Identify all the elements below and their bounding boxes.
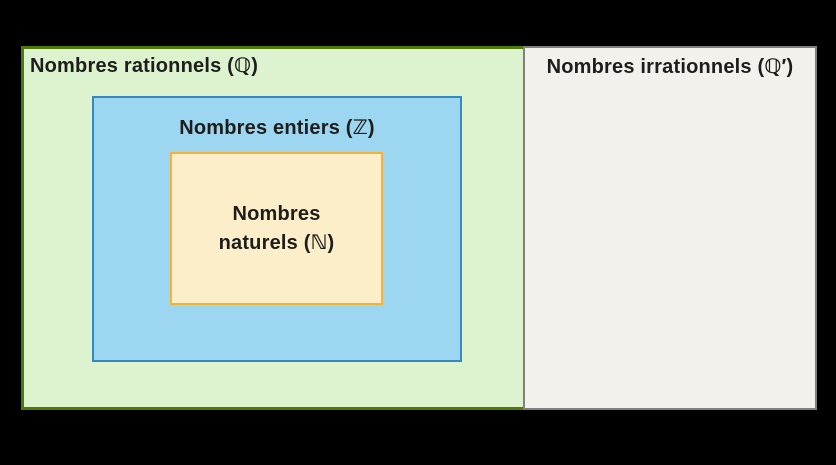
set-naturels-box: Nombres naturels (ℕ) (170, 152, 383, 305)
set-irrationnels-box: Nombres irrationnels (ℚ′) (523, 46, 817, 410)
set-irrationnels-label: Nombres irrationnels (ℚ′) (546, 56, 794, 78)
set-naturels-label-line1: Nombres (232, 202, 321, 225)
set-rationnels-label: Nombres rationnels (ℚ) (30, 55, 259, 77)
set-rationnels-box: Nombres rationnels (ℚ) Nombres entiers (… (21, 46, 523, 410)
set-entiers-box: Nombres entiers (ℤ) Nombres naturels (ℕ) (92, 96, 462, 362)
set-entiers-label: Nombres entiers (ℤ) (179, 117, 375, 139)
set-naturels-label-line2: naturels (ℕ) (218, 231, 335, 254)
set-naturels-label: Nombres naturels (ℕ) (219, 200, 335, 258)
